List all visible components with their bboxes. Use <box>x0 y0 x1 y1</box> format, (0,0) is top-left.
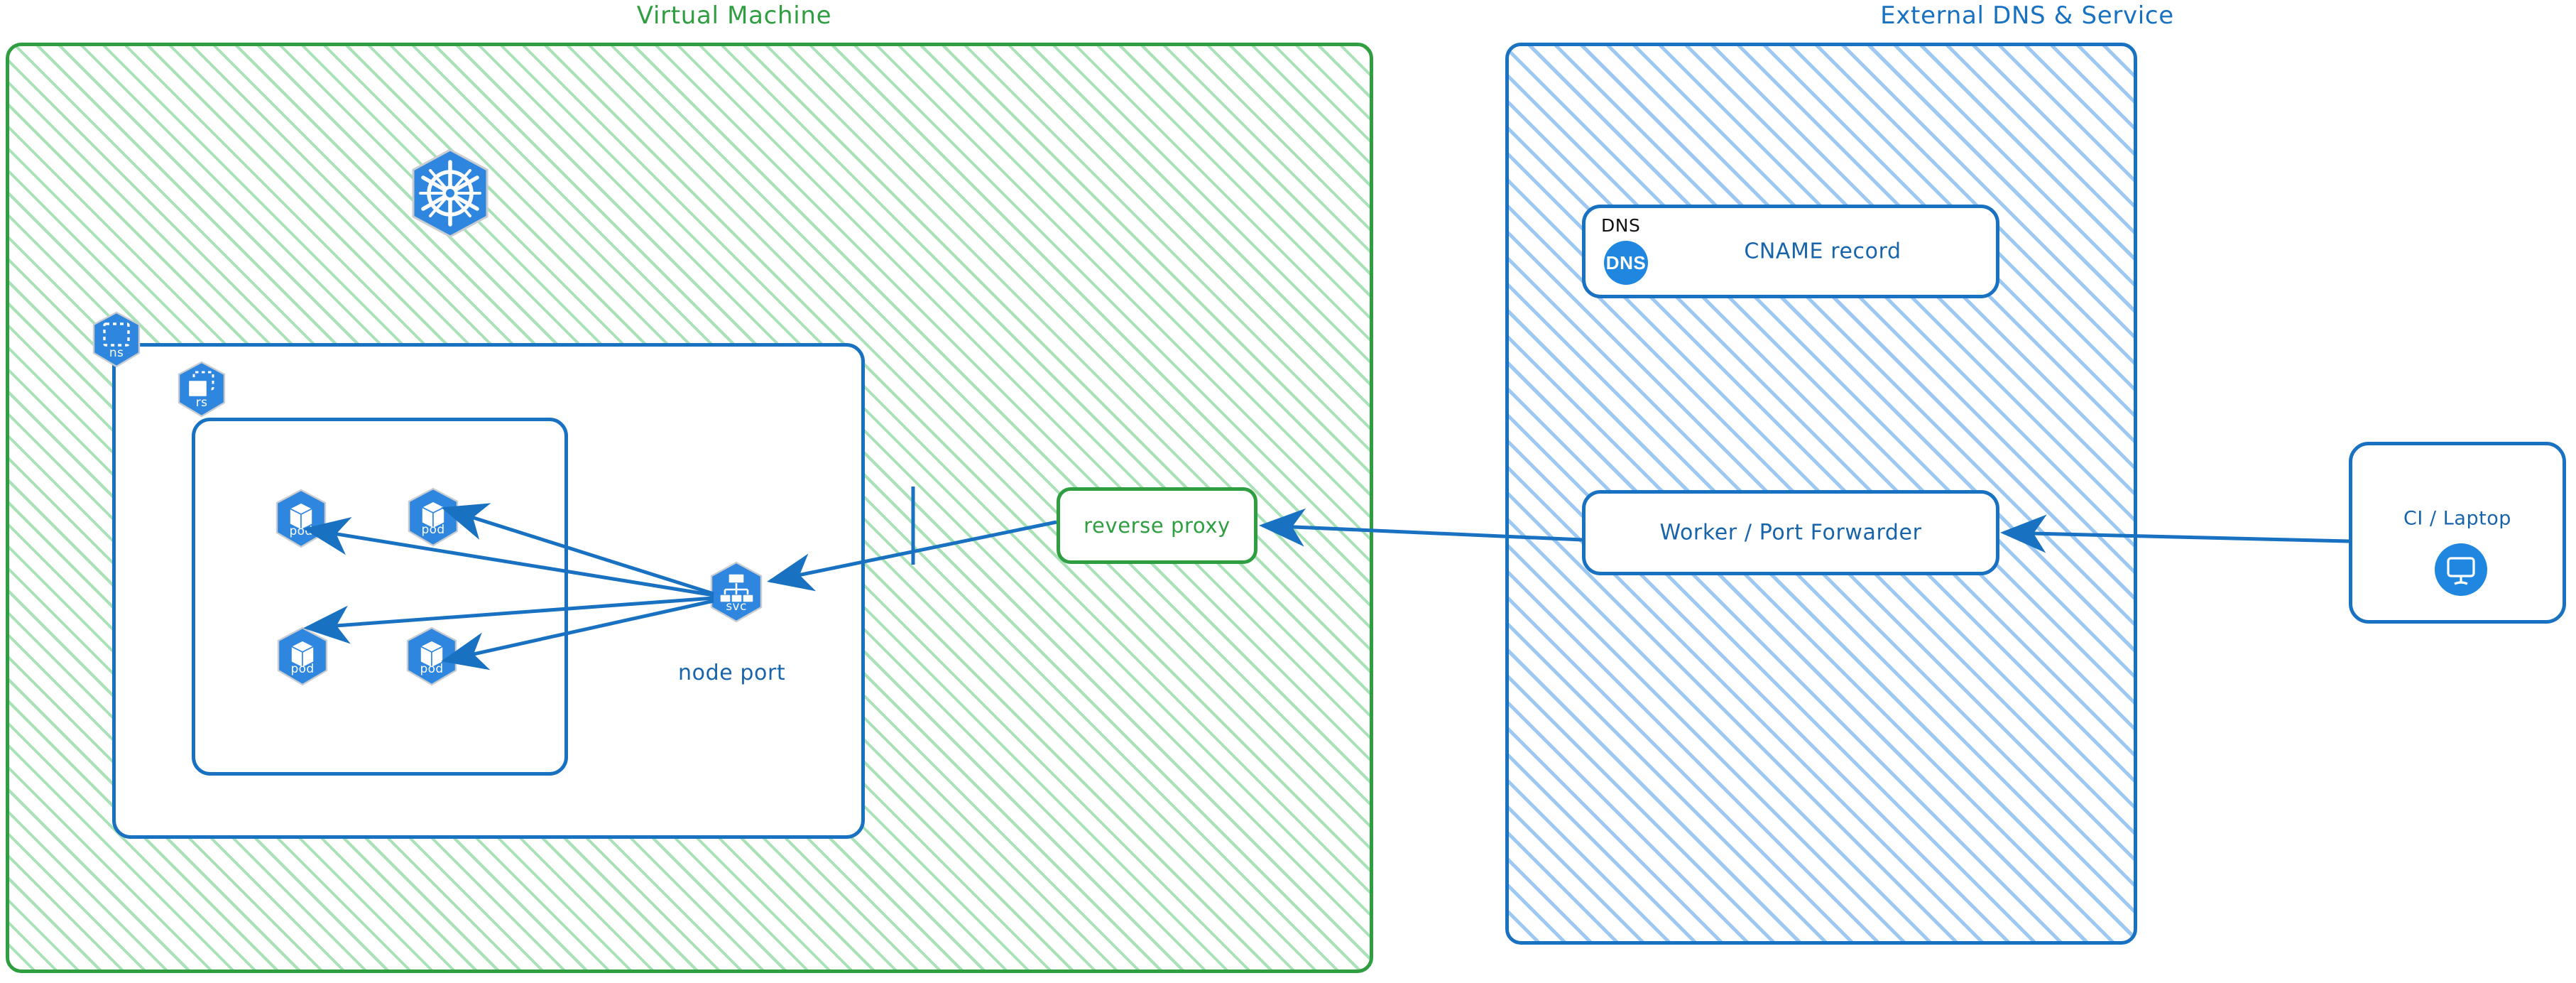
replicaset-icon: rs <box>176 361 227 420</box>
pod-icon-3: pod <box>275 626 329 689</box>
ci-laptop-label: CI / Laptop <box>2403 507 2511 530</box>
dns-record-card[interactable]: DNS DNS CNAME record <box>1582 205 1999 298</box>
dns-badge-icon: DNS <box>1604 241 1648 285</box>
kubernetes-logo <box>409 148 491 241</box>
pod-icon-2: pod <box>406 487 460 550</box>
vm-zone-title: Virtual Machine <box>636 1 832 30</box>
dns-card-tag: DNS <box>1601 215 1641 236</box>
reverse-proxy-label: reverse proxy <box>1084 514 1230 538</box>
reverse-proxy-box[interactable]: reverse proxy <box>1057 487 1257 564</box>
pod-icon-1: pod <box>274 489 328 551</box>
replicaset-box <box>192 418 568 776</box>
worker-port-forwarder-label: Worker / Port Forwarder <box>1659 520 1922 545</box>
ci-laptop-box[interactable]: CI / Laptop <box>2349 442 2566 624</box>
service-icon: svc <box>708 561 765 626</box>
monitor-icon <box>2435 543 2487 596</box>
dns-card-label: CNAME record <box>1744 239 1901 264</box>
worker-port-forwarder-box[interactable]: Worker / Port Forwarder <box>1582 490 1999 575</box>
node-port-label: node port <box>678 661 786 685</box>
external-zone-title: External DNS & Service <box>1880 1 2174 30</box>
namespace-icon: ns <box>91 311 142 371</box>
pod-icon-4: pod <box>405 626 459 689</box>
